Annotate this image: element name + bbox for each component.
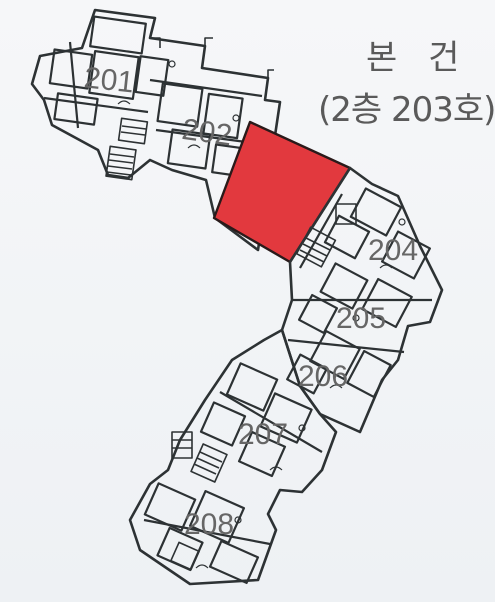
unit-label-208: 208 [184,508,234,541]
stair-upper [105,117,149,181]
subject-unit-caption: (2층 203호) [318,90,495,130]
wing-upper [30,8,282,252]
stair-lower [170,431,228,571]
unit-labels: 201 202 204 205 206 207 208 [82,61,418,541]
unit-202-walls [149,78,263,177]
unit-204-walls [299,187,431,280]
unit-label-206: 206 [298,360,348,393]
subject-title: 본 건 [366,38,470,78]
unit-205-walls [292,262,432,335]
wing-lower [128,328,338,586]
unit-label-207: 207 [238,418,288,451]
fixtures [117,60,406,569]
stair-right [295,203,357,268]
unit-label-201: 201 [82,61,135,99]
unit-203-highlight [212,120,352,264]
unit-label-204: 204 [368,234,418,267]
unit-label-202: 202 [180,113,234,153]
unit-label-205: 205 [336,302,386,335]
unit-201-walls [43,15,170,129]
